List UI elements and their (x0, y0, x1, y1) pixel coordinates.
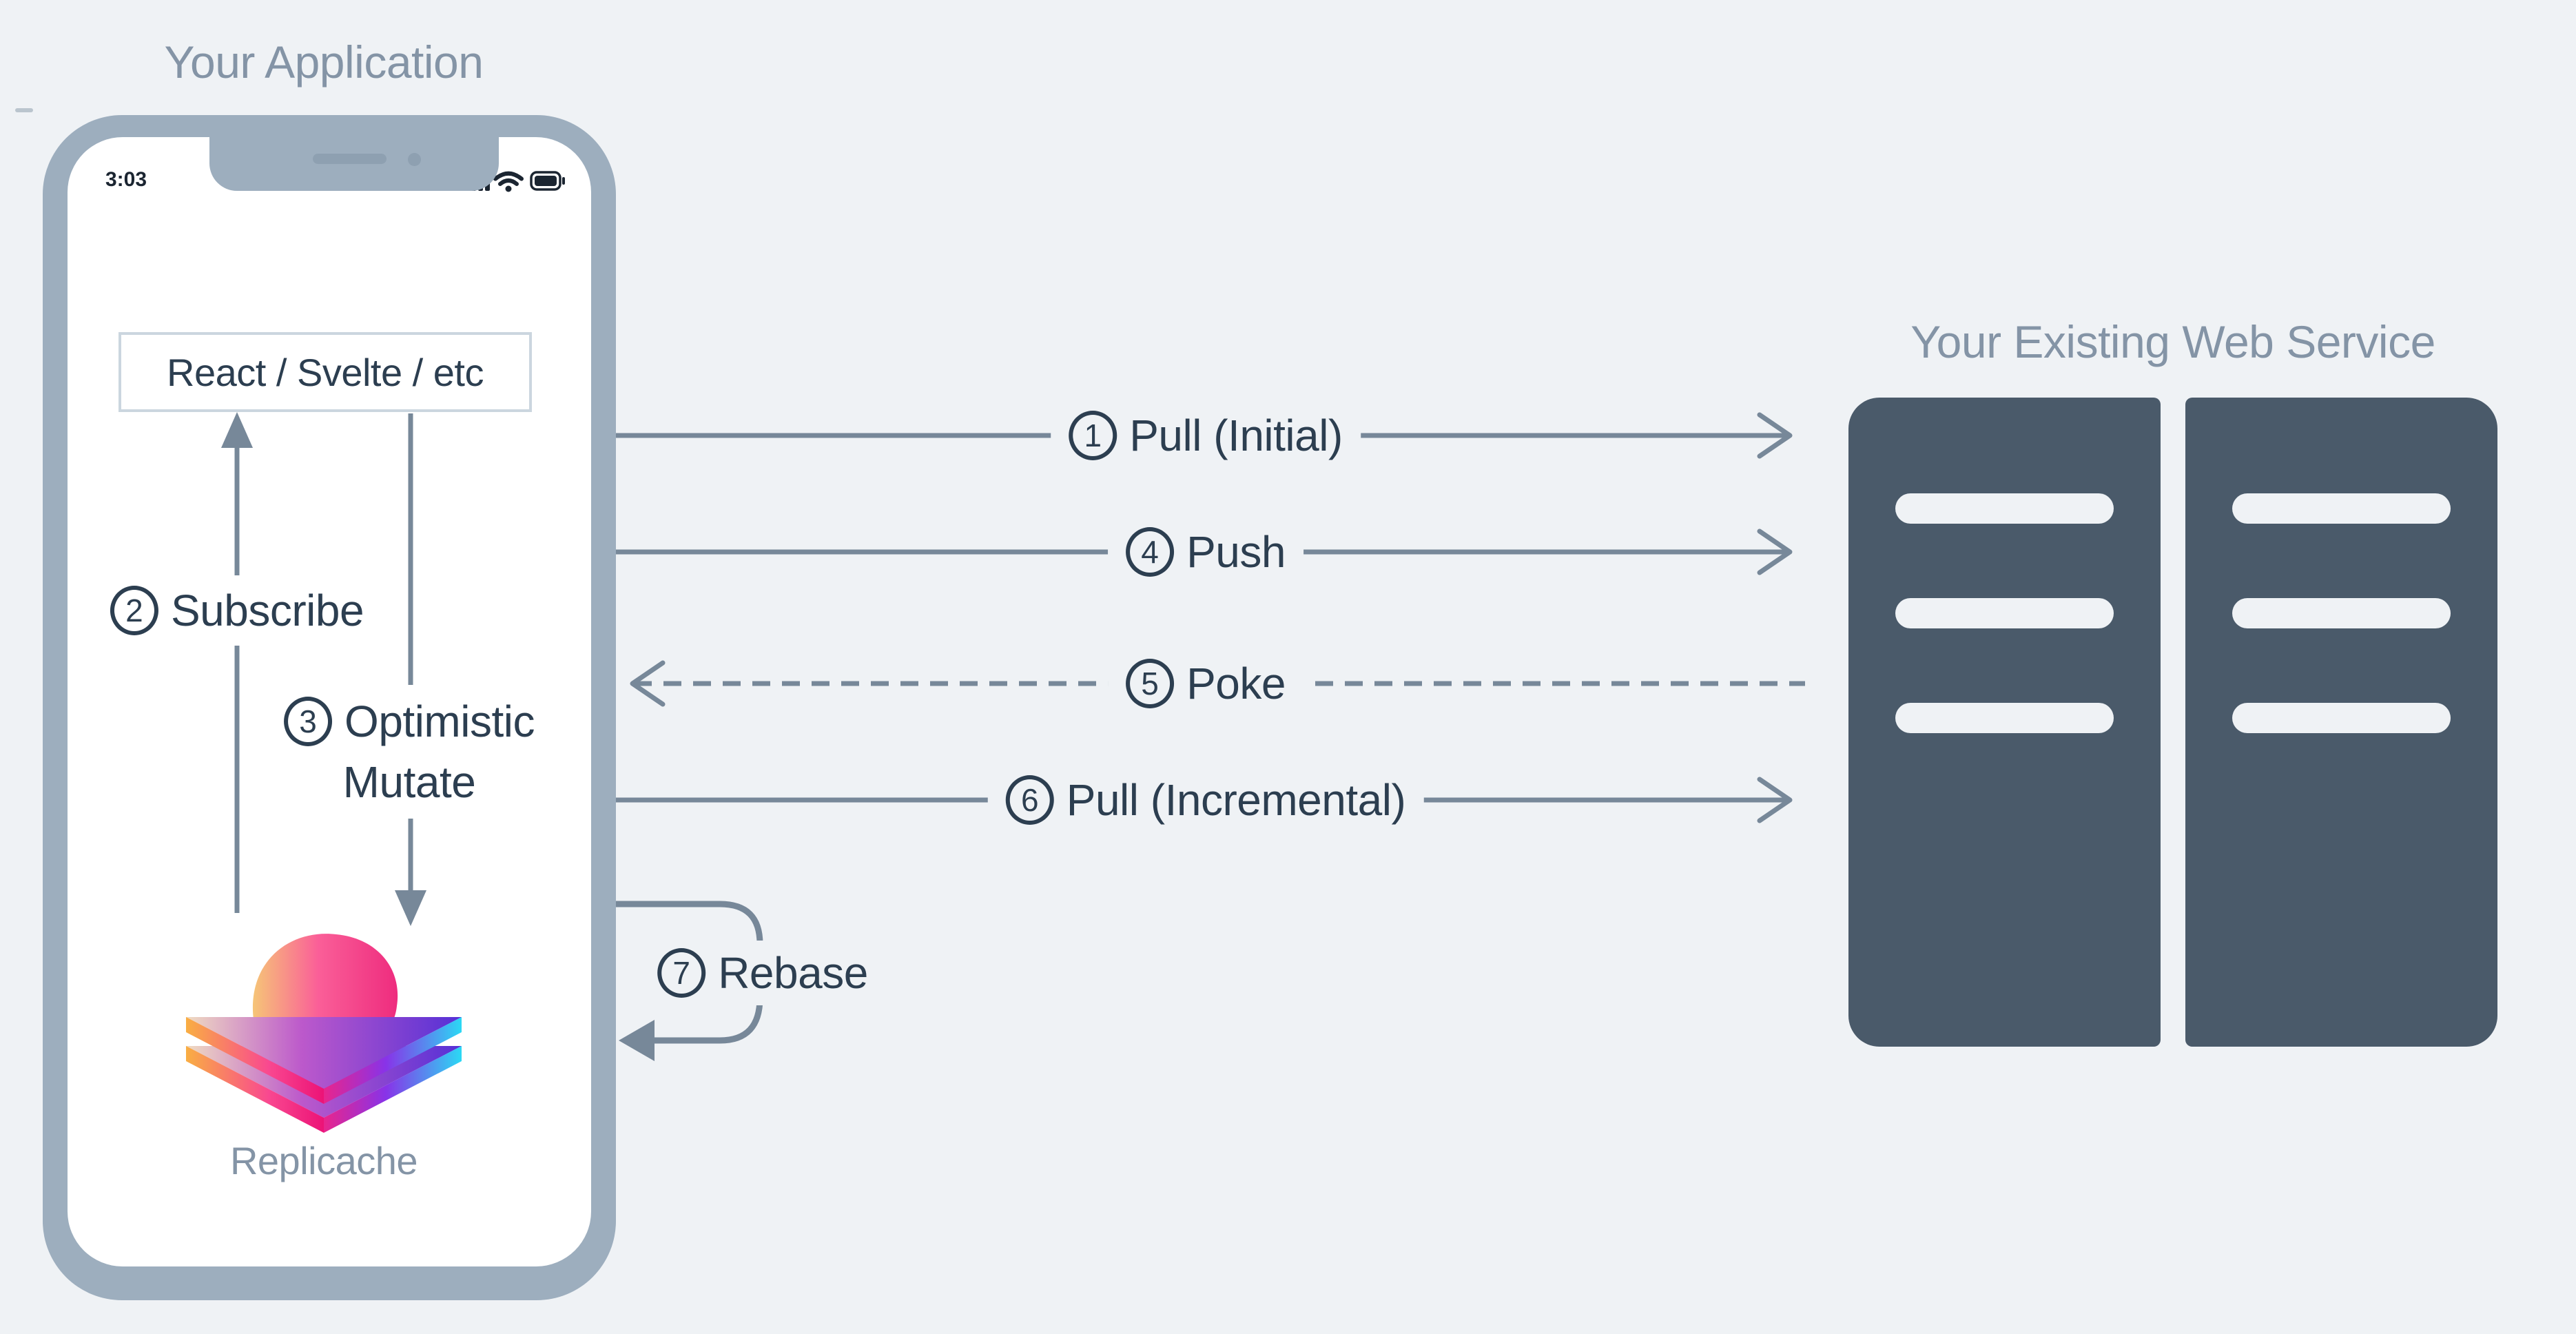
camera-dot (408, 153, 421, 166)
server-tower-left (1848, 398, 2161, 1047)
subscribe-arrow (221, 412, 253, 913)
flow-number: 3 (284, 697, 333, 746)
server-slot (2232, 703, 2451, 733)
replicache-logo-icon (186, 934, 462, 1133)
flow-number: 4 (1126, 527, 1175, 577)
wifi-icon (493, 171, 524, 192)
flow-label-text: Optimistic (344, 697, 535, 746)
flow-label-pull-incremental: 6 Pull (Incremental) (987, 768, 1424, 832)
flow-label-text-line2: Mutate (342, 757, 476, 807)
poke-arrow (630, 660, 1805, 707)
speaker-slot (313, 154, 387, 164)
flow-number: 1 (1069, 411, 1117, 460)
flow-label-rebase: 7 Rebase (639, 941, 886, 1005)
app-title: Your Application (164, 37, 484, 88)
flow-label-text: Pull (Initial) (1129, 411, 1343, 460)
flow-label-optimistic-mutate: 3 Optimistic Mutate (267, 685, 551, 819)
logo-caption: Replicache (229, 1139, 418, 1182)
server-tower-right (2185, 398, 2497, 1047)
battery-icon (530, 171, 565, 191)
flow-label-text: Poke (1186, 659, 1286, 708)
server-slot (1895, 598, 2114, 628)
server-slot (2232, 493, 2451, 524)
flow-number: 5 (1126, 659, 1175, 708)
framework-box: React / Svelte / etc (119, 332, 532, 412)
status-time: 3:03 (105, 168, 147, 191)
flow-number: 7 (657, 948, 706, 998)
server-slot (1895, 493, 2114, 524)
flow-label-subscribe: 2 Subscribe (90, 575, 384, 646)
flow-label-push: 4 Push (1108, 520, 1304, 584)
server-slot (1895, 703, 2114, 733)
flow-number: 2 (110, 586, 158, 635)
flow-label-pull-initial: 1 Pull (Initial) (1051, 403, 1361, 468)
flow-label-poke: 5 Poke (1108, 651, 1304, 716)
notch (209, 137, 499, 191)
flow-number: 6 (1005, 775, 1054, 825)
flow-label-text: Subscribe (170, 586, 364, 635)
server-slot (2232, 598, 2451, 628)
flow-label-text: Rebase (718, 948, 868, 998)
service-title: Your Existing Web Service (1910, 316, 2435, 367)
flow-label-text: Pull (Incremental) (1066, 775, 1406, 825)
mutate-arrow (395, 413, 426, 926)
stray-mark (15, 108, 33, 112)
flow-label-text: Push (1186, 527, 1286, 577)
